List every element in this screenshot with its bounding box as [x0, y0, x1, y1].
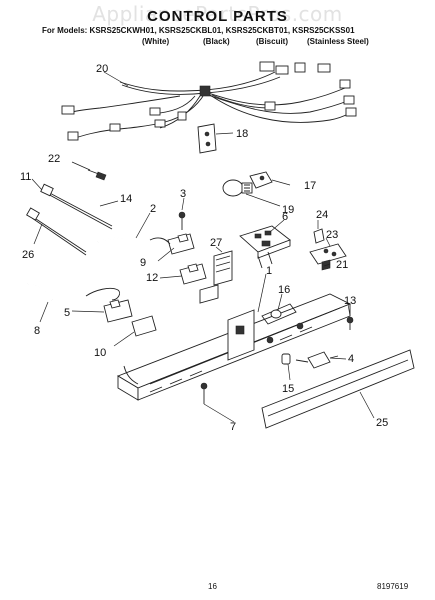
callout-19: 19 [282, 204, 294, 216]
callout-10: 10 [94, 347, 106, 359]
callout-labels: 20 18 22 11 17 3 14 19 2 6 24 26 27 23 9… [20, 63, 388, 433]
thermostat-part [295, 351, 339, 369]
callout-2: 2 [150, 203, 156, 215]
switch-part-9 [149, 233, 195, 255]
clip-part [197, 123, 217, 154]
callout-5: 5 [64, 307, 70, 319]
sensor-probe-part [40, 183, 113, 230]
callout-20: 20 [96, 63, 108, 75]
callout-15: 15 [282, 383, 294, 395]
screw-part-7 [200, 382, 208, 404]
callout-18: 18 [236, 128, 248, 140]
callout-27: 27 [210, 237, 222, 249]
color-white: (White) [142, 37, 170, 46]
screw-part-13 [346, 316, 354, 330]
callout-16: 16 [278, 284, 290, 296]
callout-7: 7 [230, 421, 236, 433]
callout-3: 3 [180, 188, 186, 200]
tube-part-8 [27, 282, 53, 301]
callout-6: 6 [282, 211, 288, 223]
callout-11: 11 [20, 171, 31, 183]
control-board-part [239, 225, 291, 269]
callout-14: 14 [120, 193, 132, 205]
plug-part-24 [313, 228, 325, 244]
callout-9: 9 [140, 257, 146, 269]
switch-part-5 [85, 287, 133, 323]
color-stainless: (Stainless Steel) [307, 37, 369, 46]
callout-23: 23 [326, 229, 338, 241]
sensor-probe-part-2 [26, 207, 87, 256]
knob-part-15 [281, 353, 291, 365]
control-housing-part [116, 293, 352, 401]
watermark: AppliancePartsPros.com [92, 2, 343, 26]
callout-17: 17 [304, 180, 316, 192]
wire-harness-part [61, 61, 357, 141]
module-part-23 [309, 243, 347, 265]
callout-12: 12 [146, 272, 158, 284]
callout-24: 24 [316, 209, 328, 221]
page-title: CONTROL PARTS [147, 8, 288, 25]
color-black: (Black) [203, 37, 230, 46]
models-line: For Models: KSRS25CKWH01, KSRS25CKBL01, … [42, 26, 355, 35]
callout-8: 8 [34, 325, 40, 337]
trim-part-25 [261, 349, 415, 429]
screw-part-22 [87, 169, 107, 181]
color-biscuit: (Biscuit) [256, 37, 288, 46]
callout-4: 4 [348, 353, 354, 365]
switch-part-12 [179, 263, 207, 285]
tube-part [97, 236, 151, 243]
document-number: 8197619 [377, 582, 409, 591]
light-bulb-part [222, 179, 253, 197]
knob-part-16 [270, 309, 282, 319]
leader-lines [31, 71, 375, 423]
callout-26: 26 [22, 249, 34, 261]
callout-13: 13 [344, 295, 356, 307]
callout-21: 21 [336, 259, 348, 271]
label-part-10 [131, 315, 157, 337]
color-variants: (White) (Black) (Biscuit) (Stainless Ste… [0, 37, 435, 49]
page-number: 16 [208, 582, 217, 591]
callout-25: 25 [376, 417, 388, 429]
screw-part-3 [178, 211, 186, 230]
callout-1: 1 [266, 265, 272, 277]
label-part-27 [213, 250, 233, 286]
label-plate-part [199, 284, 219, 304]
lamp-socket-part [249, 171, 273, 189]
callout-22: 22 [48, 153, 60, 165]
